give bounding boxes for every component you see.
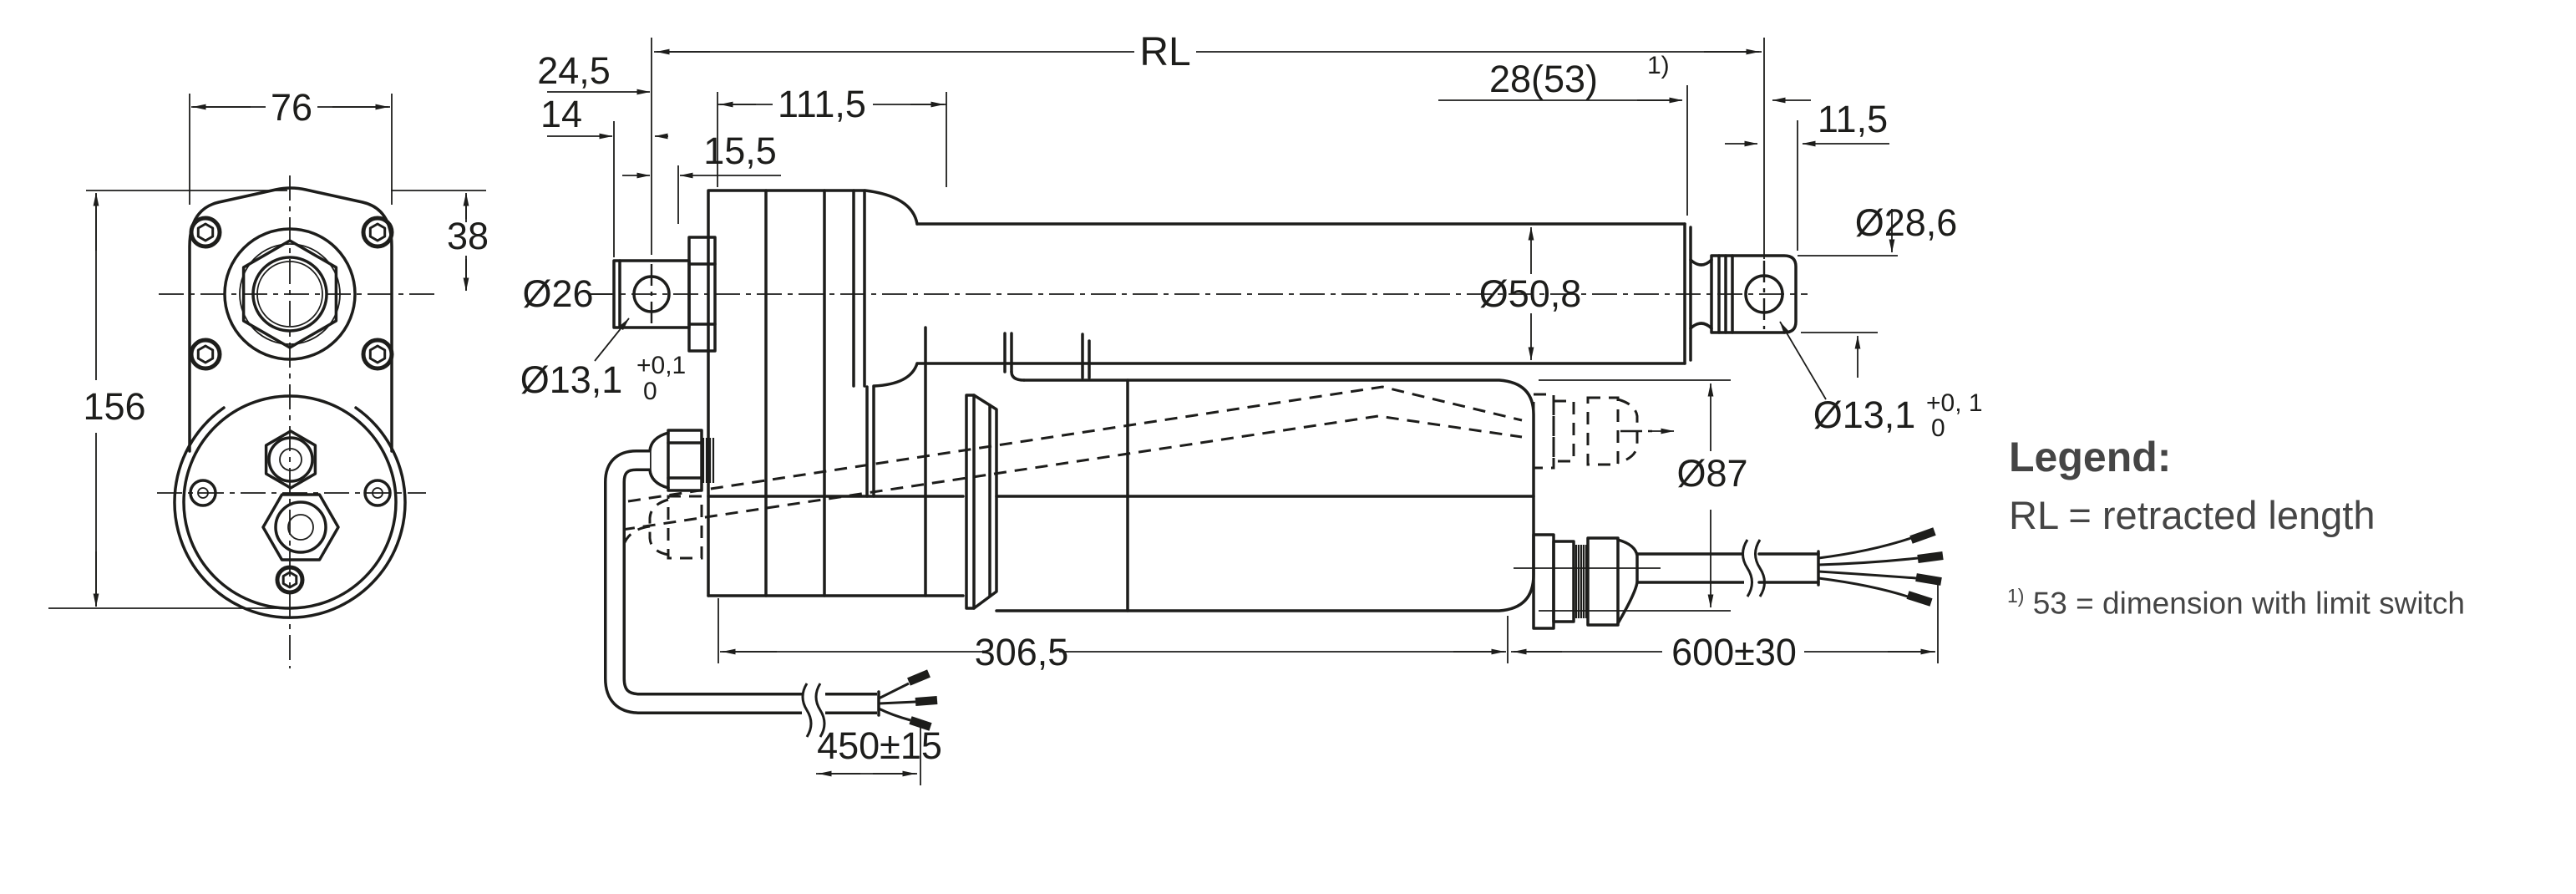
- flange-screws: [189, 216, 394, 371]
- dim-rear-offset: 24,5: [537, 49, 651, 95]
- dim-tube-dia: Ø50,8: [1479, 226, 1582, 361]
- dim-body-length: 306,5: [720, 631, 1506, 673]
- front-cable: [1635, 527, 1944, 607]
- dim-rear-hole-dia: Ø13,1 +0,1 0: [520, 317, 686, 405]
- dim-text-RL: RL: [1139, 30, 1190, 74]
- dim-text-50-8: Ø50,8: [1479, 272, 1582, 315]
- dim-text-13-1-front-tol-up: +0, 1: [1926, 389, 1983, 417]
- rear-cable-gland-side: [620, 429, 715, 560]
- dim-total-height: 156: [48, 190, 486, 609]
- dim-text-111-5: 111,5: [778, 83, 866, 125]
- dim-text-87: Ø87: [1676, 452, 1747, 495]
- legend-footnote-sup: 1): [2007, 585, 2025, 607]
- dim-rear-eye-dia: Ø26: [522, 272, 612, 315]
- dim-text-13-1-front-tol-low: 0: [1931, 414, 1945, 442]
- dim-stroke: 28(53) 1): [1438, 52, 1811, 104]
- dim-text-38: 38: [447, 215, 489, 257]
- rear-cable: [604, 450, 938, 738]
- dim-clevis-width: 14: [540, 93, 668, 140]
- dim-text-28-6: Ø28,6: [1855, 201, 1958, 244]
- front-view: [157, 175, 439, 668]
- front-cable-glands: [261, 429, 340, 595]
- dim-text-13-1-rear: Ø13,1: [520, 358, 623, 401]
- dim-text-15-5: 15,5: [703, 130, 777, 172]
- rear-clevis: [612, 236, 717, 353]
- legend-footnote: 1) 53 = dimension with limit switch: [2007, 585, 2465, 621]
- dim-text-600-30: 600±30: [1671, 631, 1797, 673]
- dim-motor-dia: Ø87: [1676, 383, 1748, 608]
- dim-text-24-5: 24,5: [537, 49, 611, 92]
- dim-front-hole-dia: Ø13,1 +0, 1 0: [1779, 321, 1983, 442]
- side-dim-extension-lines: [613, 38, 1939, 785]
- outer-tube: [915, 222, 1692, 365]
- dim-cable-front-length: 600±30: [1511, 631, 1935, 673]
- dim-text-306-5: 306,5: [975, 631, 1069, 673]
- front-cable-gland-side: [1514, 533, 1661, 630]
- dim-text-13-1-front: Ø13,1: [1813, 394, 1916, 436]
- dim-text-11-5: 11,5: [1818, 98, 1888, 140]
- dim-text-156: 156: [83, 385, 145, 428]
- legend-footnote-text: 53 = dimension with limit switch: [2032, 586, 2465, 621]
- dim-axis-offset: 38: [447, 192, 489, 292]
- dim-text-28-53: 28(53): [1489, 58, 1598, 100]
- side-view: [590, 189, 1944, 738]
- dim-text-26: Ø26: [522, 272, 593, 315]
- dim-retracted-length: RL: [654, 30, 1762, 74]
- dim-text-28-53-sup: 1): [1647, 52, 1670, 79]
- dim-text-14: 14: [540, 93, 582, 135]
- limit-switch-gland-dashed: [621, 385, 1675, 531]
- legend-title: Legend:: [2009, 434, 2172, 480]
- dim-cable-rear-length: 450±15: [816, 724, 942, 777]
- dim-flange-width: 76: [189, 86, 393, 205]
- dim-text-13-1-rear-tol-up: +0,1: [636, 352, 686, 379]
- dim-gearbox-length: 111,5: [718, 83, 946, 125]
- dim-text-76: 76: [271, 86, 312, 129]
- dim-text-13-1-rear-tol-low: 0: [643, 378, 657, 405]
- dim-pivot-to-face: 15,5: [622, 130, 781, 179]
- dim-rod-end-length: 11,5: [1725, 98, 1889, 147]
- dim-text-450-15: 450±15: [817, 724, 942, 767]
- motor-housing: [995, 332, 1535, 612]
- gearbox-housing: [707, 189, 965, 597]
- dim-rod-end-dia: Ø28,6: [1854, 201, 1958, 378]
- collar-ring: [965, 394, 998, 610]
- legend-rl-definition: RL = retracted length: [2009, 493, 2376, 537]
